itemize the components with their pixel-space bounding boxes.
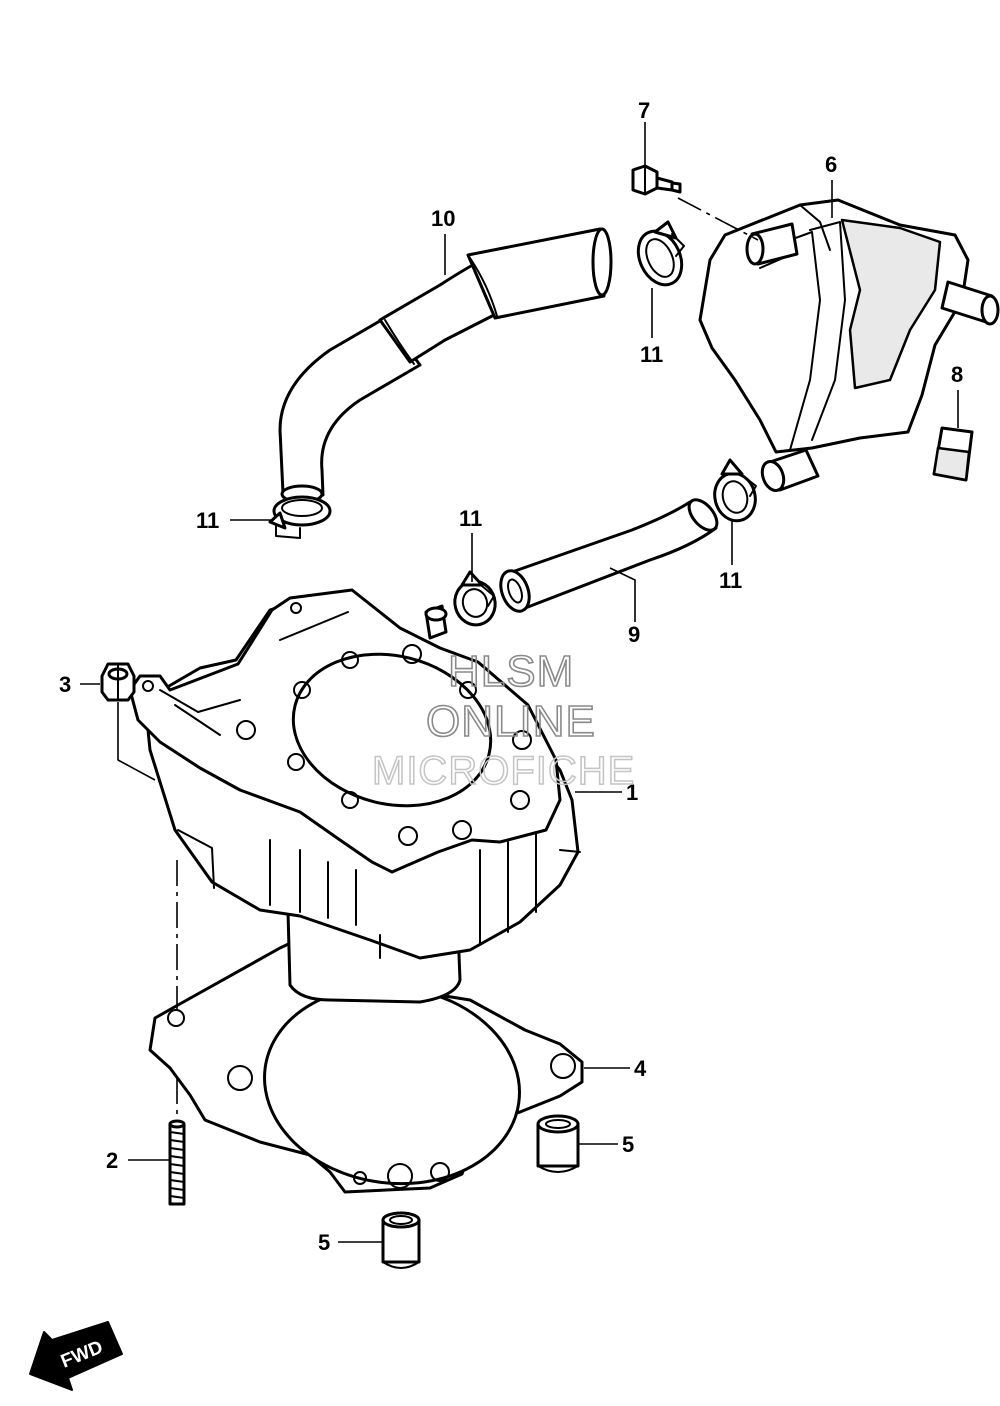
nut-3	[100, 662, 136, 702]
clamp-11-left	[268, 495, 332, 539]
callout-11-right: 11	[719, 568, 742, 593]
hose-10	[278, 227, 613, 504]
callout-8: 8	[951, 362, 963, 387]
gasket-4	[148, 928, 584, 1194]
dowel-5-lower	[381, 1211, 421, 1269]
callout-2: 2	[106, 1148, 118, 1173]
callout-10: 10	[431, 206, 455, 231]
callout-5-right: 5	[622, 1132, 634, 1157]
clamp-11-right	[713, 458, 757, 523]
hose-9	[499, 498, 719, 613]
callout-11-upper: 11	[640, 342, 663, 367]
callout-6: 6	[825, 152, 837, 177]
callout-5-lower: 5	[318, 1230, 330, 1255]
cylinder-1	[128, 588, 581, 1004]
leader-lines	[80, 122, 959, 1243]
fwd-direction-badge: FWD	[29, 1321, 123, 1391]
clamp-11-middle	[453, 570, 497, 627]
watermark-line-2: ONLINE	[426, 697, 596, 746]
callout-3: 3	[59, 672, 71, 697]
callout-1: 1	[626, 780, 638, 805]
callout-11-left: 11	[196, 508, 219, 533]
callouts: 1 2 3 4 5 5 6 7 8 9 10 11 11 11 11	[59, 98, 963, 1255]
breather-box-6	[698, 198, 1000, 493]
callout-11-middle: 11	[459, 506, 482, 531]
bolt-7	[631, 164, 682, 196]
callout-4: 4	[634, 1056, 647, 1081]
watermark: HLSM ONLINE MICROFICHE	[371, 646, 635, 794]
callout-9: 9	[628, 622, 640, 647]
clamp-11-upper	[636, 220, 685, 287]
pad-8	[932, 426, 974, 482]
dowel-5-right	[536, 1114, 580, 1173]
watermark-line-1: HLSM	[448, 647, 574, 696]
callout-7: 7	[638, 98, 650, 123]
stud-2	[168, 1119, 186, 1206]
watermark-line-3: MICROFICHE	[372, 749, 635, 793]
fwd-arrow-icon	[29, 1321, 123, 1391]
